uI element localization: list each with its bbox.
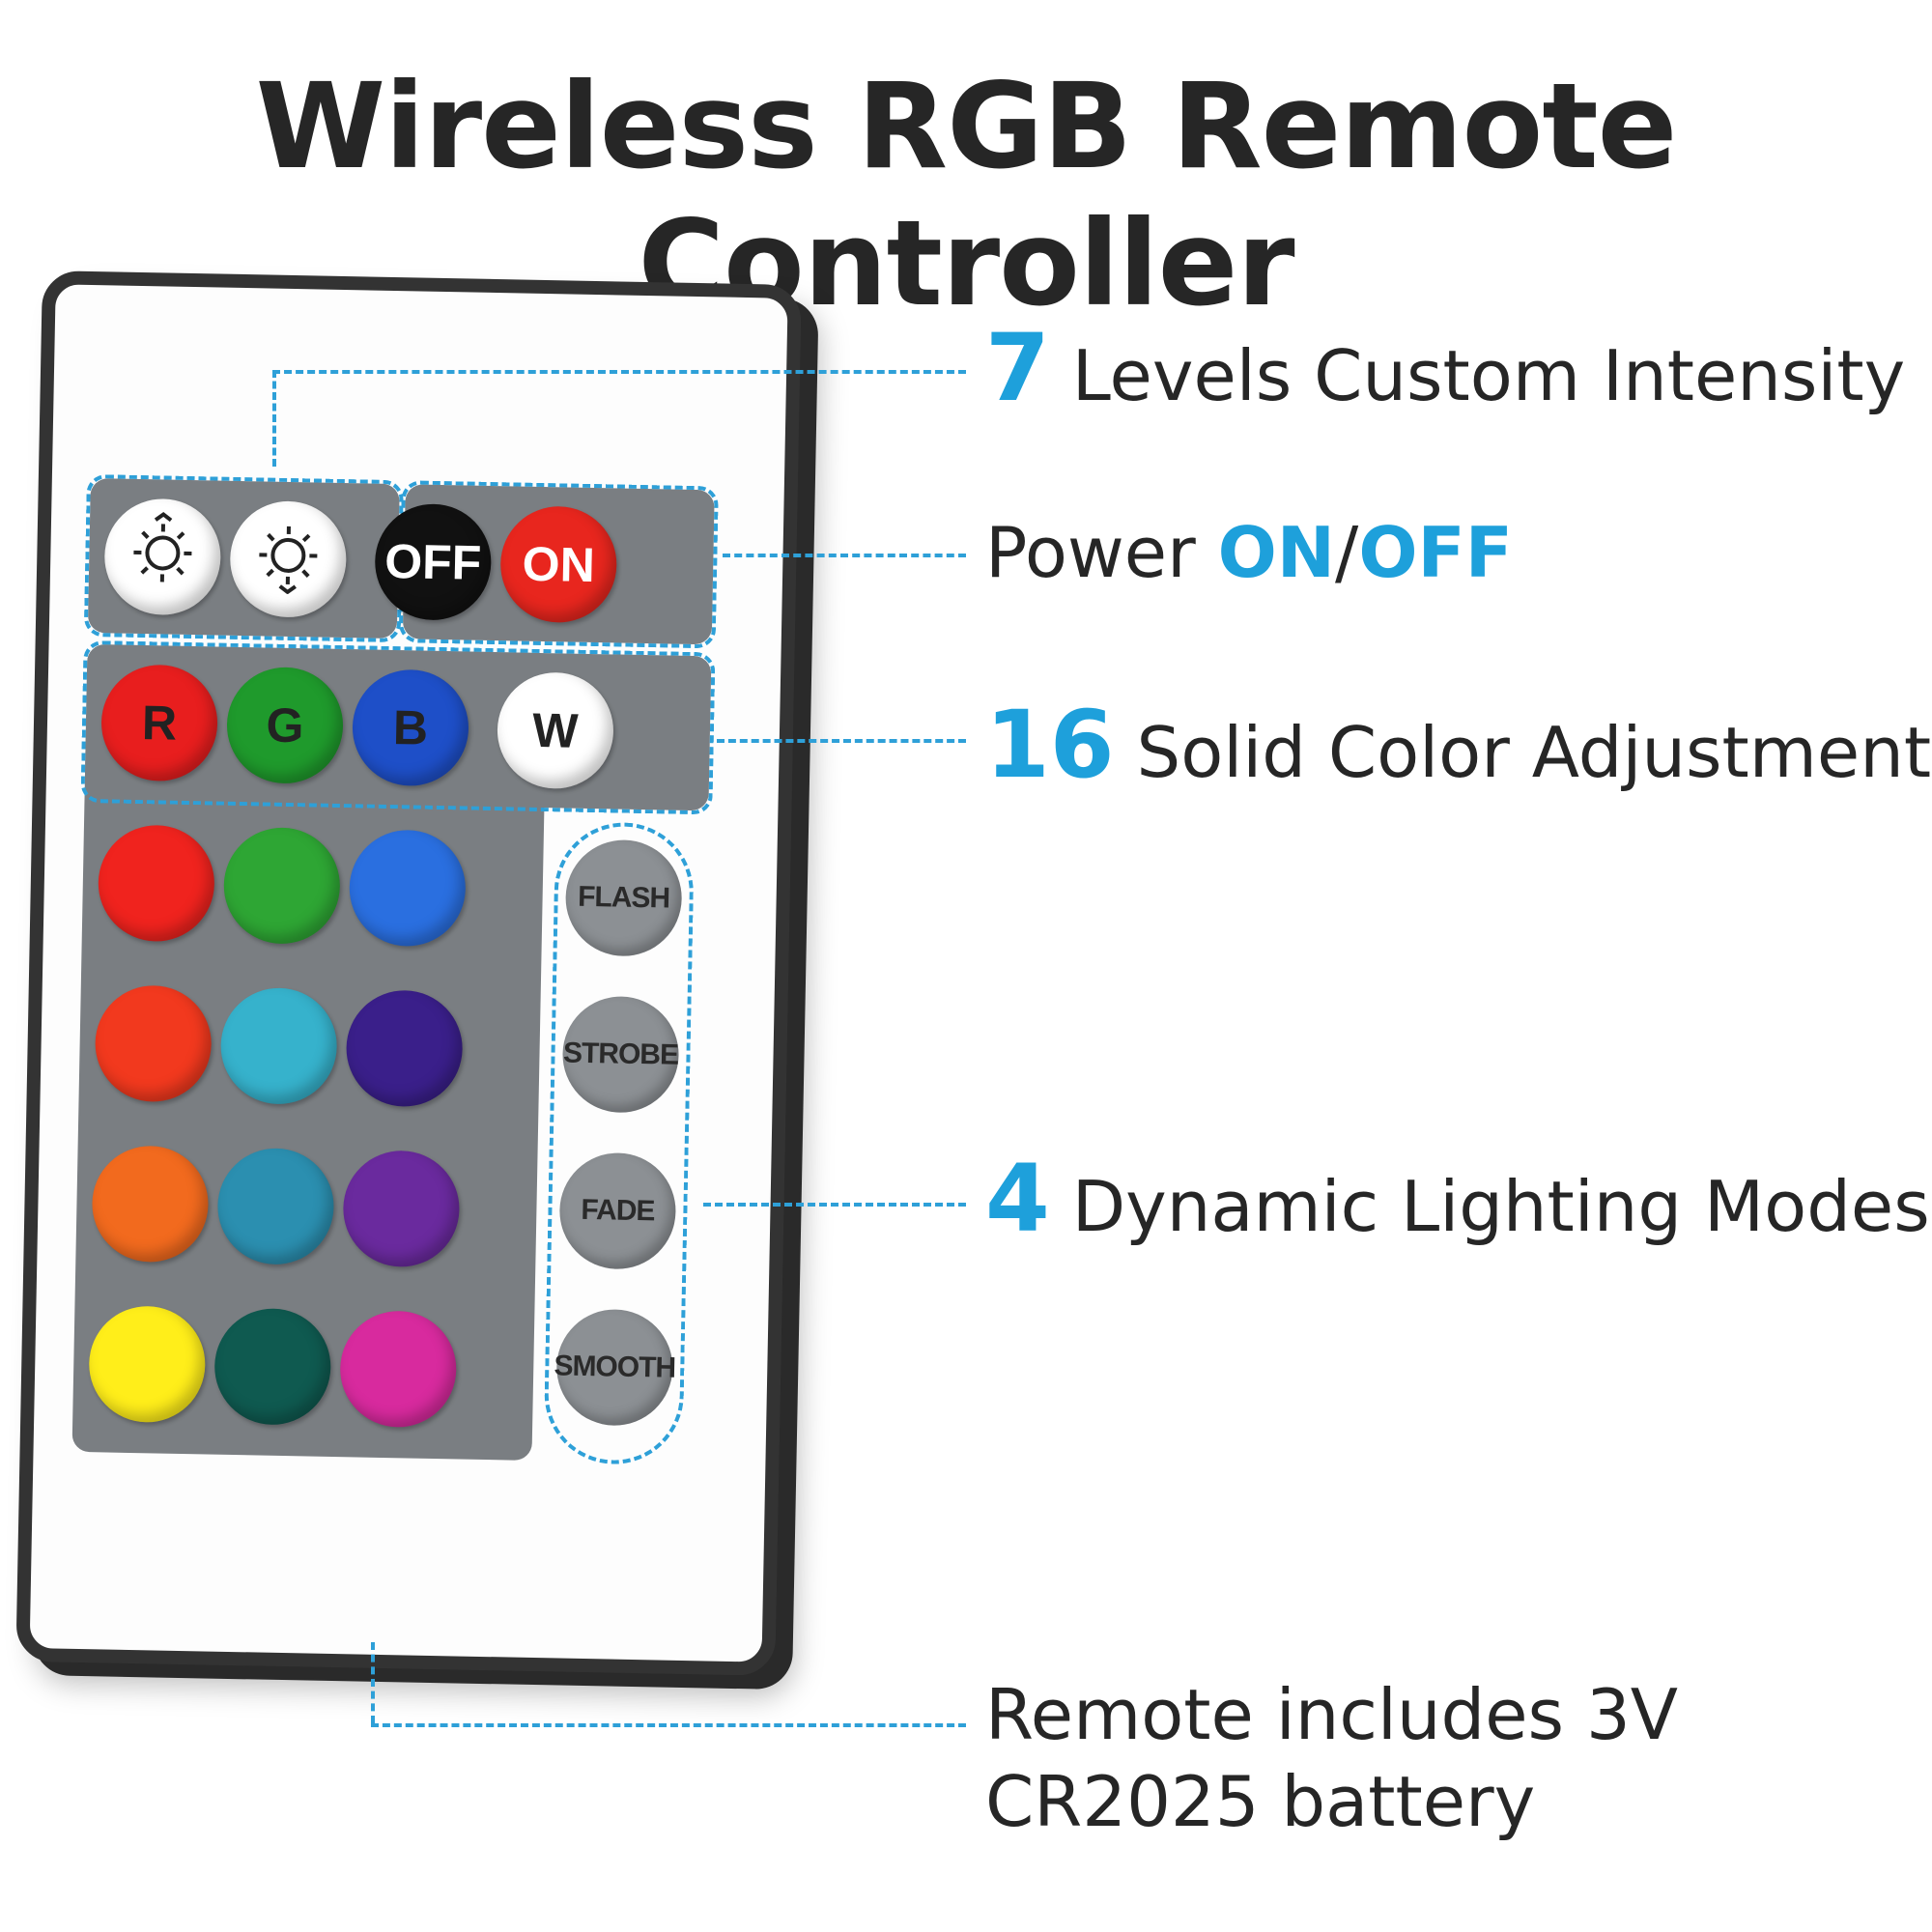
modes-count: 4 bbox=[985, 1145, 1050, 1253]
battery-line2: CR2025 battery bbox=[985, 1761, 1536, 1842]
modes-leader bbox=[703, 1203, 966, 1207]
brightness-up-button[interactable] bbox=[103, 497, 222, 616]
battery-line1: Remote includes 3V bbox=[985, 1674, 1679, 1755]
battery-callout: Remote includes 3V CR2025 battery bbox=[985, 1671, 1678, 1845]
brightness-down-button[interactable] bbox=[229, 499, 348, 619]
brightness-up-icon bbox=[121, 510, 204, 605]
power-leader bbox=[723, 554, 966, 557]
page-title: Wireless RGB Remote Controller bbox=[255, 58, 1678, 332]
power-callout: Power ON/OFF bbox=[985, 512, 1513, 593]
battery-leader bbox=[371, 1723, 966, 1727]
battery-leader-vertical bbox=[371, 1642, 375, 1723]
colors-callout: 16 Solid Color Adjustment bbox=[985, 691, 1931, 799]
colors-count: 16 bbox=[985, 691, 1115, 799]
intensity-text: Levels Custom Intensity bbox=[1071, 335, 1906, 416]
intensity-leader bbox=[272, 370, 966, 374]
modes-callout: 4 Dynamic Lighting Modes bbox=[985, 1145, 1930, 1253]
power-sep: / bbox=[1335, 512, 1359, 593]
power-on-text: ON bbox=[1217, 512, 1336, 593]
intensity-count: 7 bbox=[985, 314, 1050, 422]
power-off-text: OFF bbox=[1358, 512, 1513, 593]
brightness-down-icon bbox=[246, 512, 329, 607]
power-prefix: Power bbox=[985, 512, 1218, 593]
colors-text: Solid Color Adjustment bbox=[1136, 712, 1932, 793]
modes-text: Dynamic Lighting Modes bbox=[1071, 1166, 1930, 1247]
intensity-callout: 7 Levels Custom Intensity bbox=[985, 314, 1905, 422]
intensity-leader-vertical bbox=[272, 370, 276, 467]
colors-leader bbox=[717, 739, 966, 743]
